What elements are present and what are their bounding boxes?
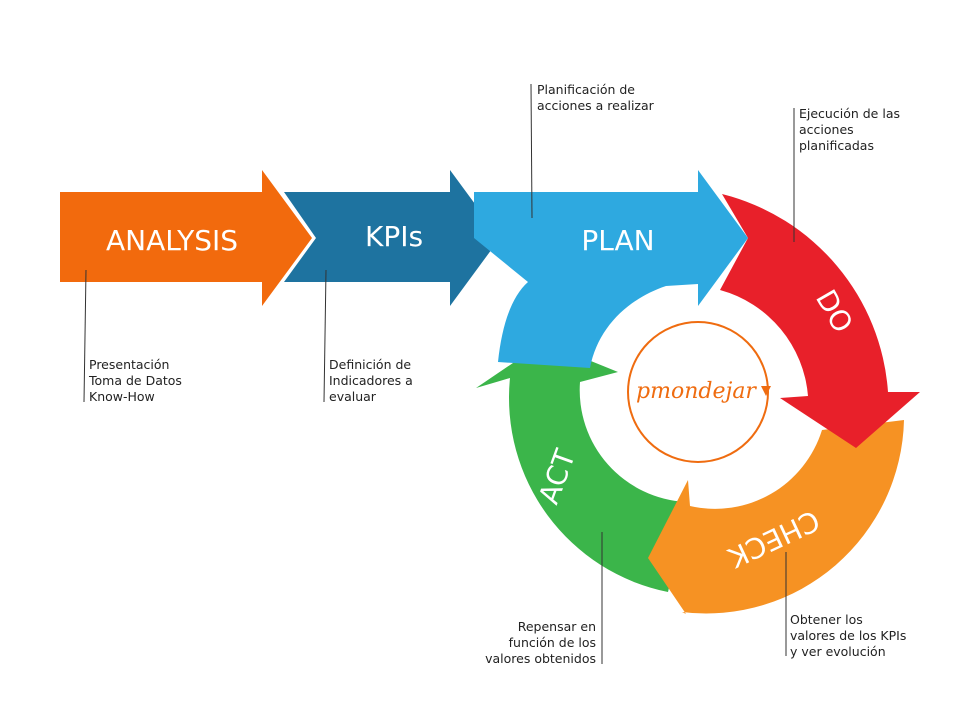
plan-arrow [474,170,748,368]
plan-label: PLAN [581,224,654,257]
act-note: Repensar en función de los valores obten… [485,619,596,666]
do-note: Ejecución de las acciones planificadas [799,106,900,153]
plan-note: Planificación de acciones a realizar [537,82,654,113]
kpis-note: Definición de Indicadores a evaluar [329,357,413,404]
kpis-leader [323,269,327,403]
analysis-arrow [60,170,312,306]
analysis-label: ANALYSIS [106,224,238,257]
plan-leader [530,83,533,219]
kpis-label: KPIs [365,220,423,253]
kpis-arrow [284,170,500,306]
act-arrow [476,342,686,592]
logo-arrowhead [761,386,771,396]
analysis-note: Presentación Toma de Datos Know-How [89,357,182,404]
logo-text: pmondejar [636,379,757,404]
do-arrow [720,194,920,448]
check-note: Obtener los valores de los KPIs y ver ev… [790,612,907,659]
check-arrow [648,420,904,614]
analysis-leader [83,269,87,403]
